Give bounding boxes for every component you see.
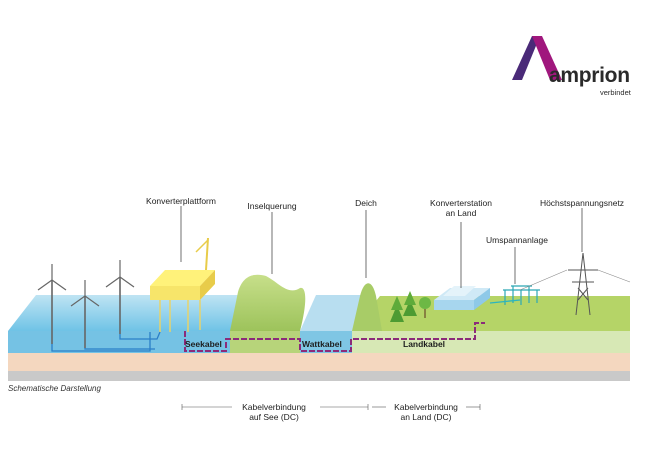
label-converter-station-line2: an Land	[445, 208, 477, 218]
land-front	[352, 331, 630, 353]
converter-platform-structure	[150, 237, 215, 332]
label-converter-station-line1: Konverterstation	[430, 198, 492, 208]
bracket-land: Kabelverbindung an Land (DC)	[394, 402, 458, 422]
bracket-sea-line1: Kabelverbindung	[242, 402, 306, 412]
bracket-land-line1: Kabelverbindung	[394, 402, 458, 412]
converter-station-building	[434, 286, 490, 310]
island-hill	[230, 274, 306, 331]
sea-front	[8, 331, 230, 353]
caption: Schematische Darstellung	[8, 384, 101, 393]
turbine-cables	[51, 331, 161, 352]
high-voltage-pylon	[519, 252, 631, 316]
ac-cable-to-grid	[489, 299, 521, 304]
label-mudflat-cable: Wattkabel	[302, 339, 342, 349]
mudflat-surface	[300, 295, 366, 331]
mudflat-front	[300, 331, 352, 353]
label-land-cable: Landkabel	[403, 339, 446, 349]
ground-layer-sand	[8, 353, 630, 371]
bracket-sea-line2: auf See (DC)	[249, 412, 299, 422]
trees	[390, 291, 431, 322]
label-sea-cable: Seekabel	[185, 339, 222, 349]
bracket-land-line2: an Land (DC)	[400, 412, 452, 422]
sea-surface	[8, 295, 258, 331]
bracket-sea: Kabelverbindung auf See (DC)	[242, 402, 306, 422]
wind-turbines	[37, 260, 135, 348]
dike-hill	[352, 283, 382, 331]
logo-wordmark: amprion	[549, 64, 630, 87]
label-dike: Deich	[355, 198, 377, 208]
island-front	[230, 331, 300, 353]
label-high-voltage-grid: Höchstspannungsnetz	[539, 198, 625, 208]
label-substation: Umspannanlage	[486, 235, 548, 245]
logo-tagline: verbindet	[600, 88, 631, 97]
ground-layer-gray	[8, 371, 630, 381]
amprion-logo-mark	[512, 36, 562, 80]
label-converter-platform: Konverterplattform	[146, 196, 216, 206]
label-island-crossing: Inselquerung	[247, 201, 297, 211]
label-converter-station: Konverterstation an Land	[430, 198, 492, 218]
